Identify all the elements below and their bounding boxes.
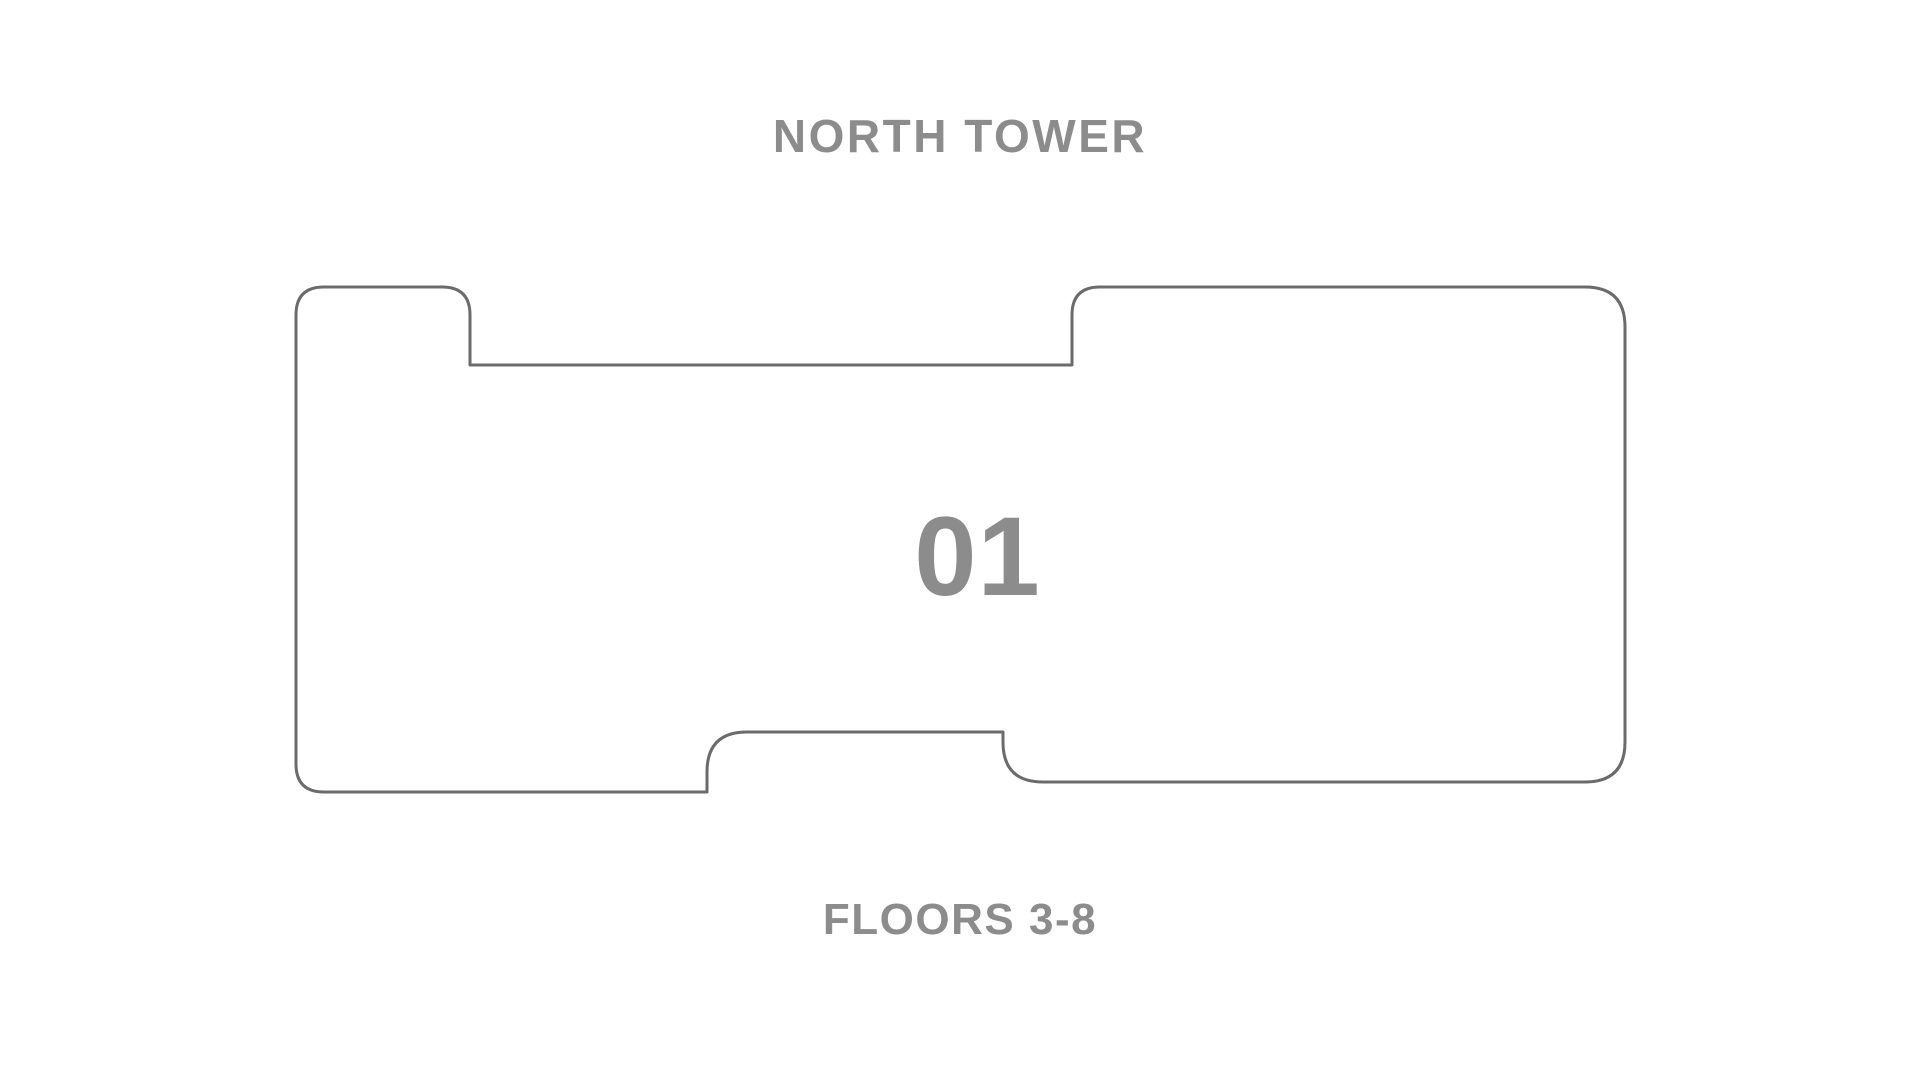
- floor-plate-outline-icon[interactable]: [294, 285, 1627, 794]
- page-title: NORTH TOWER: [772, 110, 1148, 162]
- floor-plate-number-label: 01: [914, 494, 1041, 619]
- floors-range-caption: FLOORS 3-8: [822, 895, 1098, 944]
